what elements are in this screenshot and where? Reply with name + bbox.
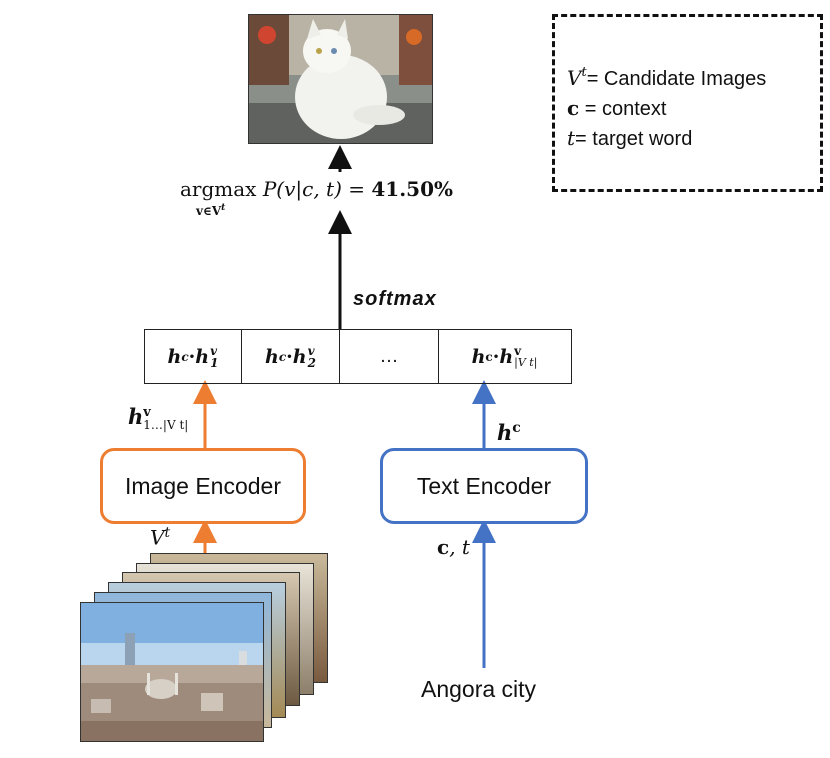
softmax-label: softmax <box>353 288 437 310</box>
legend-item-context: c = context <box>567 96 667 120</box>
text-encoder-box: Text Encoder <box>380 448 588 524</box>
score-cell-ellipsis: … <box>340 330 439 383</box>
legend-item-candidates: Vt= Candidate Images <box>567 65 767 90</box>
argmax-subscript: v∈Vt <box>196 203 226 218</box>
output-probability: argmax P(v|c, t) = 41.50% <box>180 177 453 201</box>
text-encoder-label: Text Encoder <box>416 472 552 499</box>
image-encoder-label: Image Encoder <box>125 472 281 499</box>
candidate-photo-city <box>80 602 264 742</box>
legend-box: Vt= Candidate Images c = context t= targ… <box>552 14 823 192</box>
candidate-images-label: Vt <box>150 525 171 550</box>
image-encoder-box: Image Encoder <box>100 448 306 524</box>
text-features-label: hc <box>497 420 521 445</box>
text-input-label: c, t <box>437 535 470 559</box>
query-text: Angora city <box>421 676 537 702</box>
legend-item-target: t= target word <box>567 126 693 150</box>
selected-image-photo <box>248 14 433 144</box>
